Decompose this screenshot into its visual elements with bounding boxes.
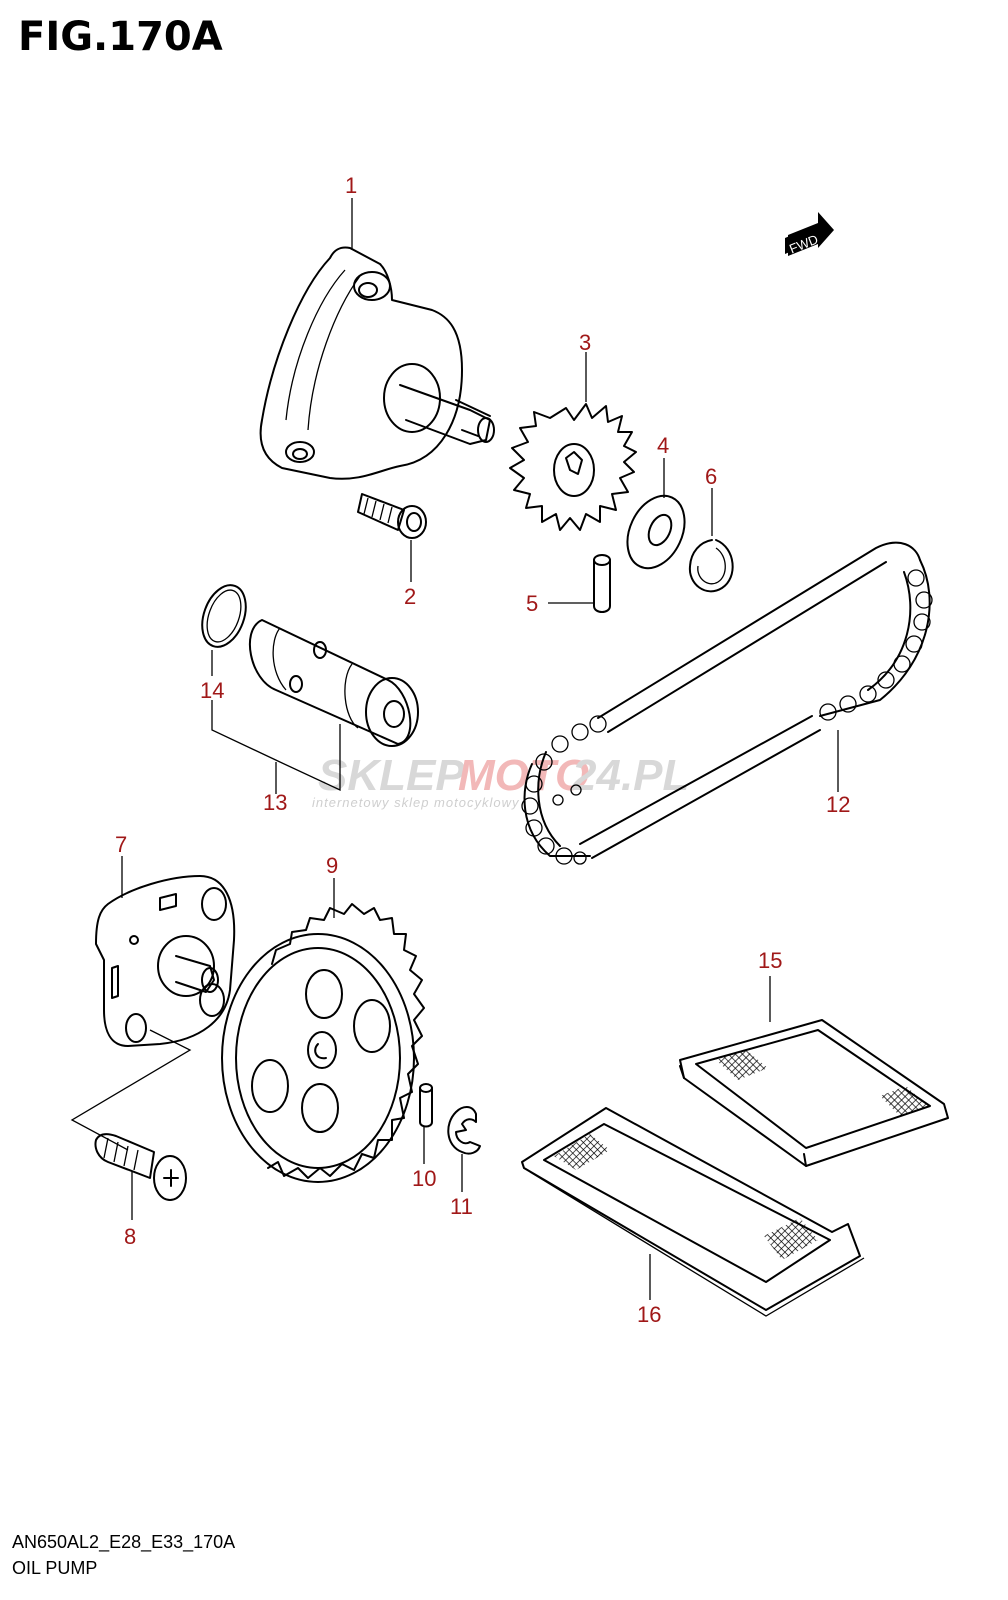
part-10-pin [419, 1083, 433, 1128]
part-1-pump-housing [259, 246, 495, 480]
part-12-chain [521, 541, 933, 865]
part-3-sprocket [509, 403, 637, 531]
part-9-gear [221, 903, 425, 1183]
callout-2: 2 [404, 584, 416, 609]
callout-7: 7 [115, 832, 127, 857]
callout-12: 12 [826, 792, 850, 817]
callout-6: 6 [705, 464, 717, 489]
part-8-screw [94, 1133, 187, 1201]
callout-16: 16 [637, 1302, 661, 1327]
part-14-o-ring [201, 584, 247, 648]
watermark-brand-c: 24.PL [571, 751, 689, 800]
watermark-brand-b: MOTO [458, 751, 589, 800]
part-4-washer [626, 494, 686, 570]
callout-4: 4 [657, 433, 669, 458]
section-title: OIL PUMP [12, 1558, 98, 1578]
leader-13-14 [211, 700, 341, 792]
callout-10: 10 [412, 1166, 436, 1191]
callout-1: 1 [345, 173, 357, 198]
part-11-e-clip [447, 1106, 481, 1155]
callout-9: 9 [326, 853, 338, 878]
part-5-pin [593, 554, 611, 613]
watermark-brand-a: SKLEP [318, 751, 465, 800]
callout-13: 13 [263, 790, 287, 815]
part-6-circlip [688, 539, 734, 593]
part-13-valve-cylinder [248, 619, 419, 747]
part-7-pump-plate [95, 875, 236, 1047]
leader-7-8 [70, 1029, 192, 1151]
watermark-tagline: internetowy sklep motocyklowy [312, 795, 520, 810]
callout-11: 11 [450, 1194, 473, 1219]
callout-5: 5 [526, 591, 538, 616]
figure-title: FIG.170A [18, 14, 223, 60]
figure-code: AN650AL2_E28_E33_170A [12, 1532, 236, 1552]
callout-8: 8 [124, 1224, 136, 1249]
callout-14: 14 [200, 678, 224, 703]
callout-3: 3 [579, 330, 591, 355]
part-16-gasket [521, 1107, 865, 1317]
watermark: SKLEP MOTO 24.PL internetowy sklep motoc… [312, 751, 689, 810]
part-15-gasket [679, 1019, 949, 1167]
fwd-arrow-icon: FWD [785, 212, 834, 257]
part-2-bolt [357, 493, 427, 539]
callout-15: 15 [758, 948, 782, 973]
